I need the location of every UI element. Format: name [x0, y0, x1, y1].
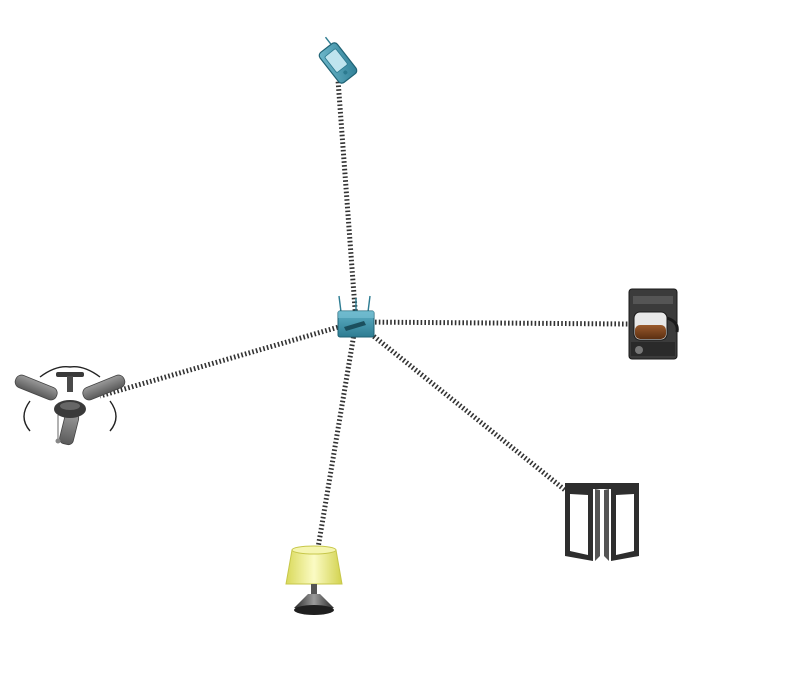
link-phone [335, 79, 359, 323]
ceiling-fan-icon[interactable] [13, 366, 126, 446]
link-ceiling-fan [99, 319, 357, 399]
mobile-phone-icon[interactable] [312, 34, 358, 85]
coffee-maker-icon[interactable] [628, 288, 679, 360]
wireless-links [99, 79, 629, 549]
table-lamp-icon[interactable] [285, 545, 343, 615]
folding-door-icon[interactable] [565, 483, 639, 561]
wireless-router-icon[interactable] [337, 295, 375, 338]
link-door [354, 320, 567, 492]
link-coffee-maker [355, 319, 629, 327]
link-lamp [315, 321, 359, 549]
